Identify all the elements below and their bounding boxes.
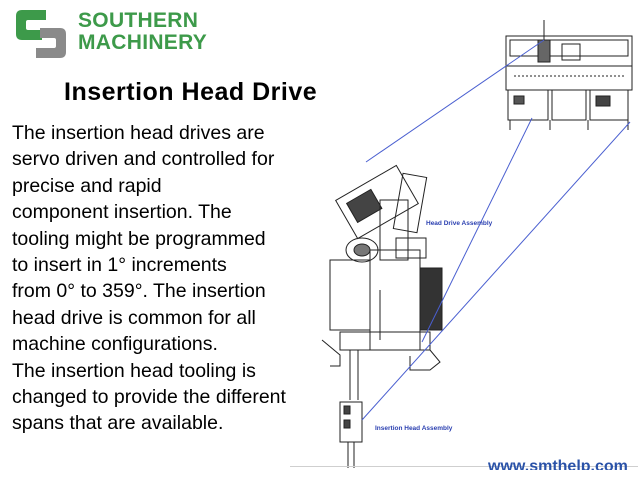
machine-overview-illustration [505, 20, 633, 130]
body-text-line: from 0° to 359°. The insertion [12, 280, 266, 303]
body-text-line: tooling might be programmed [12, 227, 266, 250]
brand-line-1: SOUTHERN [78, 9, 199, 32]
insertion-head-assembly-label: Insertion Head Assembly [375, 425, 453, 432]
callout-line [365, 39, 545, 163]
footer-url-link[interactable]: www.smthelp.com [488, 458, 628, 470]
head-drive-assembly-label: Head Drive Assembly [426, 220, 493, 227]
body-text-line: machine configurations. [12, 333, 218, 356]
callout-line [361, 121, 631, 421]
head-drive-assembly-illustration [321, 164, 443, 400]
body-text-line: servo driven and controlled for [12, 148, 275, 171]
company-logo-icon [16, 10, 66, 58]
slide-body-text: The insertion head drives are servo drive… [12, 120, 322, 437]
body-text-line: head drive is common for all [12, 306, 256, 329]
callout-line [421, 117, 533, 343]
footer-divider [290, 466, 638, 467]
body-text-line: spans that are available. [12, 412, 224, 435]
body-text-line: The insertion head drives are [12, 122, 265, 144]
insertion-head-assembly-illustration [339, 401, 363, 468]
body-text-line: precise and rapid [12, 174, 162, 197]
insertion-head-drawing: Head Drive Assembly Insertion Head Assem… [321, 20, 633, 468]
body-text-line: changed to provide the different [12, 386, 286, 409]
body-text-line: component insertion. The [12, 201, 232, 224]
body-text-line: The insertion head tooling is [12, 359, 256, 382]
brand-line-2: MACHINERY [78, 31, 208, 54]
body-text-line: to insert in 1° increments [12, 254, 227, 277]
brand-name: SOUTHERN MACHINERY [78, 10, 207, 54]
slide-title: Insertion Head Drive [64, 78, 318, 106]
